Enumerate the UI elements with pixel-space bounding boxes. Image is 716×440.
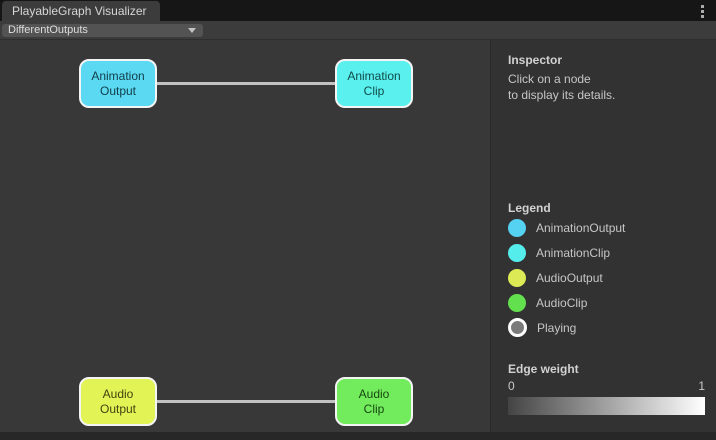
legend-item-animation-clip: AnimationClip <box>508 240 704 265</box>
node-animation-clip[interactable]: Animation Clip <box>335 59 413 108</box>
legend-label: AnimationClip <box>536 245 611 260</box>
legend-label: AnimationOutput <box>536 220 626 235</box>
edge-weight-gradient-bar <box>508 397 705 415</box>
node-label-line: Audio <box>358 386 390 401</box>
legend-item-playing: Playing <box>508 315 704 340</box>
node-label-line: Clip <box>363 83 385 98</box>
audio-clip-swatch-icon <box>508 293 526 312</box>
edge-weight-scale: 0 1 <box>508 379 705 393</box>
legend-label: AudioOutput <box>536 270 603 285</box>
inspector-hint-line2: to display its details. <box>508 88 616 102</box>
chevron-down-icon <box>188 28 196 33</box>
inspector-panel: Inspector Click on a node to display its… <box>490 40 716 432</box>
node-label-line: Clip <box>363 401 385 416</box>
title-bar: PlayableGraph Visualizer <box>0 0 716 21</box>
inspector-title: Inspector <box>508 53 563 67</box>
edge-audio-output-to-clip <box>155 400 337 403</box>
graph-selector-dropdown[interactable]: DifferentOutputs <box>2 24 203 37</box>
legend-label: Playing <box>537 320 577 335</box>
node-audio-output[interactable]: Audio Output <box>79 377 157 426</box>
tab-playablegraph-visualizer[interactable]: PlayableGraph Visualizer <box>2 1 160 21</box>
graph-canvas[interactable]: Animation Output Animation Clip Audio Ou… <box>0 40 490 432</box>
legend-title: Legend <box>508 201 551 215</box>
inspector-hint-line1: Click on a node <box>508 72 591 86</box>
node-label-line: Animation <box>91 68 145 83</box>
audio-output-swatch-icon <box>508 268 526 287</box>
legend-item-audio-output: AudioOutput <box>508 265 704 290</box>
node-audio-clip[interactable]: Audio Clip <box>335 377 413 426</box>
edge-weight-min: 0 <box>508 379 515 393</box>
playing-swatch-icon <box>508 318 527 337</box>
edge-weight-title: Edge weight <box>508 362 579 376</box>
kebab-menu-icon[interactable] <box>700 4 705 19</box>
legend-list: AnimationOutput AnimationClip AudioOutpu… <box>508 215 704 340</box>
bottom-strip <box>0 432 716 440</box>
legend-item-audio-clip: AudioClip <box>508 290 704 315</box>
legend-label: AudioClip <box>536 295 588 310</box>
legend-item-animation-output: AnimationOutput <box>508 215 704 240</box>
edge-weight-max: 1 <box>698 379 705 393</box>
toolbar: DifferentOutputs <box>0 21 716 40</box>
graph-selector-value: DifferentOutputs <box>8 24 88 36</box>
edge-animation-output-to-clip <box>155 82 337 85</box>
tab-label: PlayableGraph Visualizer <box>12 4 147 18</box>
node-label-line: Output <box>99 83 137 98</box>
node-animation-output[interactable]: Animation Output <box>79 59 157 108</box>
inspector-hint: Click on a node to display its details. <box>508 71 704 103</box>
node-label-line: Audio <box>102 386 134 401</box>
animation-clip-swatch-icon <box>508 243 526 262</box>
animation-output-swatch-icon <box>508 218 526 237</box>
node-label-line: Animation <box>347 68 401 83</box>
node-label-line: Output <box>99 401 137 416</box>
